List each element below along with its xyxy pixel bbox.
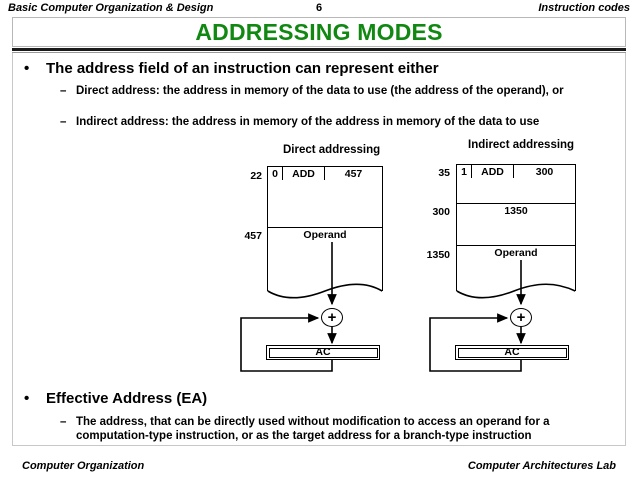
direct-memory-gap-2	[267, 241, 383, 291]
indirect-memory-gap-1	[456, 178, 576, 204]
direct-address-cell: 457	[324, 166, 383, 181]
indirect-addressing-title: Indirect addressing	[468, 139, 575, 151]
title-divider-thick	[12, 48, 626, 51]
sub-bullet-direct-address: –Direct address: the address in memory o…	[60, 84, 576, 98]
header-course-title: Basic Computer Organization & Design	[8, 2, 214, 14]
indirect-pointer-address-label: 300	[432, 206, 450, 218]
dash-marker-icon: –	[60, 85, 67, 97]
bullet-address-field: • The address field of an instruction can…	[24, 60, 439, 78]
bullet-effective-address: • Effective Address (EA)	[24, 390, 207, 408]
direct-operand-cell: Operand	[267, 227, 383, 242]
title-box	[12, 17, 626, 47]
indirect-ac-register: AC	[455, 345, 569, 360]
footer-left-label: Computer Organization	[22, 460, 145, 472]
sub-bullet-ea-definition: –The address, that can be directly used …	[60, 415, 571, 443]
bullet-address-field-label: The address field of an instruction can …	[46, 60, 439, 77]
bullet-effective-address-label: Effective Address (EA)	[46, 390, 208, 407]
sub-bullet-indirect-address: –Indirect address: the address in memory…	[60, 115, 586, 129]
indirect-mode-bit-cell: 1	[456, 164, 472, 179]
bullet-marker-icon: •	[24, 390, 30, 407]
dash-marker-icon: –	[60, 416, 67, 428]
indirect-pointer-cell: 1350	[456, 203, 576, 218]
sub-bullet-indirect-address-label: Indirect address: the address in memory …	[76, 116, 540, 128]
direct-instruction-address-label: 22	[250, 170, 262, 182]
footer-right-label: Computer Architectures Lab	[467, 460, 616, 472]
indirect-operand-cell: Operand	[456, 245, 576, 260]
direct-ac-register: AC	[266, 345, 380, 360]
direct-adder: +	[321, 308, 343, 327]
direct-operand-address-label: 457	[244, 230, 262, 242]
indirect-instruction-address-label: 35	[438, 167, 450, 179]
indirect-opcode-cell: ADD	[471, 164, 514, 179]
indirect-memory-gap-3	[456, 259, 576, 291]
bullet-marker-icon: •	[24, 60, 30, 77]
dash-marker-icon: –	[60, 116, 67, 128]
header-section-name: Instruction codes	[538, 2, 630, 14]
indirect-operand-address-label: 1350	[426, 249, 450, 261]
direct-mode-bit-cell: 0	[267, 166, 283, 181]
direct-opcode-cell: ADD	[282, 166, 325, 181]
sub-bullet-ea-definition-label: The address, that can be directly used w…	[76, 416, 550, 442]
indirect-address-cell: 300	[513, 164, 576, 179]
direct-memory-gap-1	[267, 180, 383, 228]
page-title: ADDRESSING MODES	[195, 19, 443, 45]
indirect-adder: +	[510, 308, 532, 327]
title-divider-thin	[12, 52, 626, 53]
direct-addressing-title: Direct addressing	[283, 144, 381, 156]
indirect-memory-gap-2	[456, 217, 576, 246]
content-frame	[12, 53, 626, 446]
header-page-number: 6	[315, 2, 323, 14]
sub-bullet-direct-address-label: Direct address: the address in memory of…	[76, 85, 564, 97]
